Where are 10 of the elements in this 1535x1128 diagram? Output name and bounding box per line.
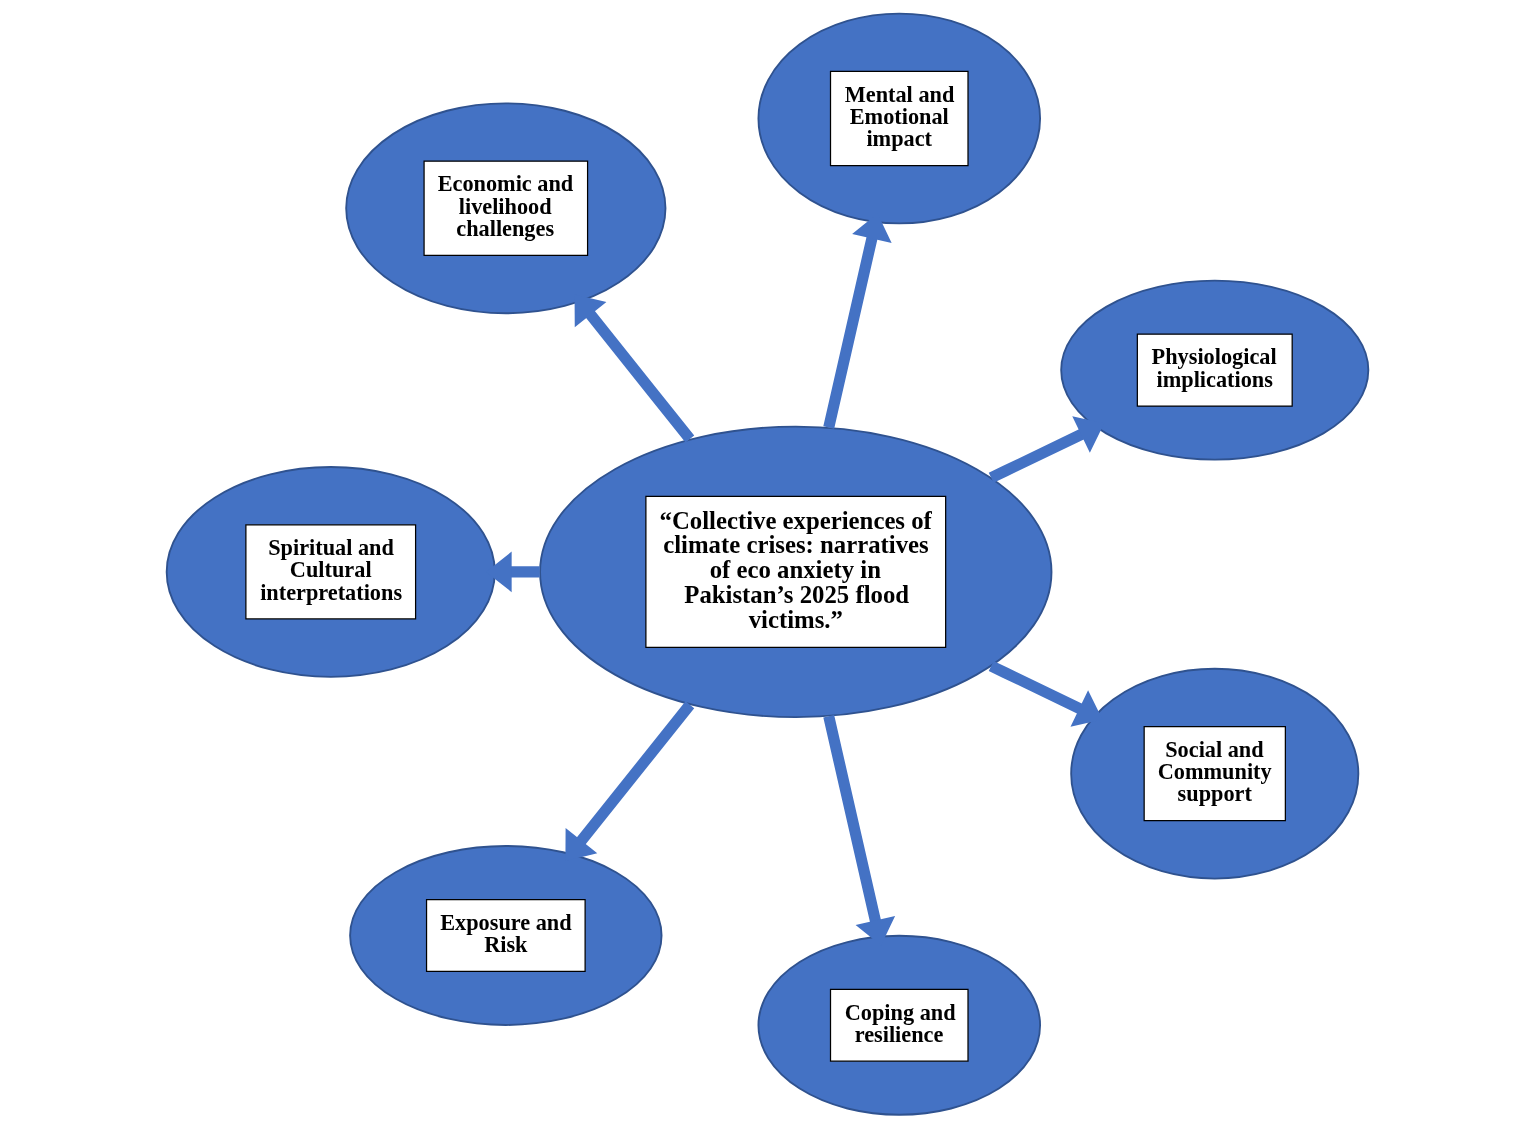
- node-ellipse: “Collective experiences of climate crises: narratives of eco anxiety in Pakistan’s 2025 flood victims.”: [539, 425, 1053, 719]
- arrow: [574, 294, 695, 443]
- node-ellipse: Mental and Emotional impact: [757, 12, 1041, 225]
- arrow: [988, 416, 1105, 483]
- node-ellipse: Physiological implications: [1060, 279, 1370, 461]
- node-ellipse: Spiritual and Cultural interpretations: [165, 466, 496, 678]
- arrow: [565, 701, 695, 861]
- node-ellipse: Exposure and Risk: [349, 845, 663, 1026]
- node-ellipse: Coping and resilience: [757, 934, 1041, 1116]
- node-ellipse: Economic and livelihood challenges: [345, 102, 667, 315]
